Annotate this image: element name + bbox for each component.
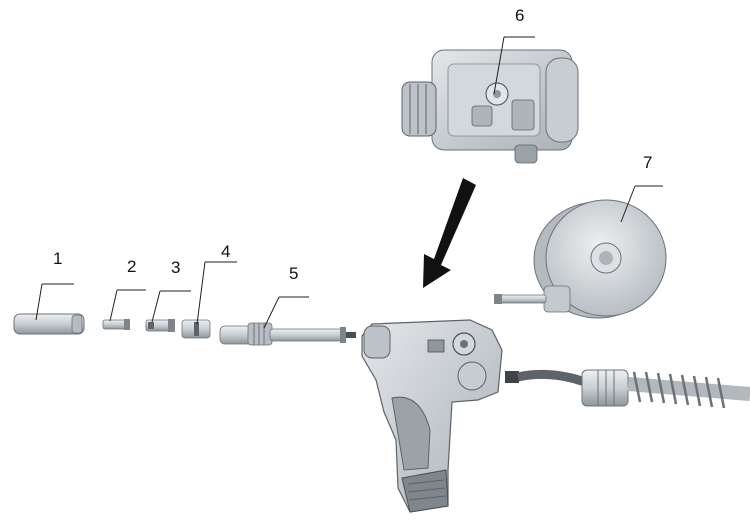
callout-2: 2: [127, 257, 137, 276]
callout-4: 4: [221, 242, 231, 261]
leader-4: [196, 261, 237, 325]
leader-1: [35, 283, 74, 321]
callout-3: 3: [171, 258, 181, 277]
part-1-nozzle: [13, 313, 85, 335]
leader-2: [109, 289, 146, 322]
callout-6: 6: [515, 6, 525, 25]
part-6-drive-unit: [401, 49, 579, 164]
cable-assembly: [505, 369, 750, 409]
part-2-contact-tip: [102, 319, 130, 330]
leader-6: [493, 36, 535, 95]
callout-1: 1: [53, 249, 63, 268]
part-3-tip-adapter: [145, 319, 175, 332]
leader-7: [620, 185, 663, 223]
leader-5: [263, 296, 309, 329]
gun-body: [361, 319, 503, 513]
callout-5: 5: [289, 264, 299, 283]
part-4-diffuser: [181, 319, 211, 339]
assembly-arrow: [423, 178, 476, 288]
leader-3: [151, 290, 191, 323]
part-5-neck: [219, 322, 356, 346]
callout-7: 7: [643, 153, 653, 172]
part-7-wire-spool: [494, 199, 667, 319]
